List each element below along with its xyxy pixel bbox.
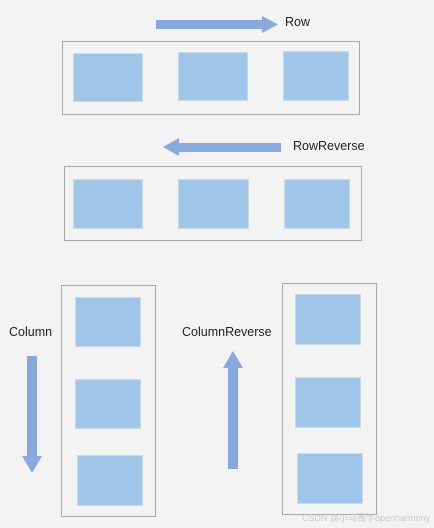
row-container: [62, 41, 360, 115]
row-reverse-container: [64, 166, 362, 241]
column-reverse-container: [282, 283, 377, 515]
arrow-down-icon: [22, 356, 42, 473]
row-item-1: [73, 53, 143, 102]
arrow-left-icon: [163, 138, 281, 156]
arrow-right-icon: [156, 16, 278, 33]
watermark: CSDN @小马哥学openharmony: [301, 513, 430, 523]
column-reverse-label: ColumnReverse: [182, 325, 272, 339]
row-reverse-item-1: [73, 179, 143, 229]
row-reverse-item-3: [284, 179, 350, 229]
column-label: Column: [9, 325, 53, 339]
row-item-3: [283, 51, 349, 101]
column-item-1: [75, 297, 141, 347]
row-item-2: [178, 52, 248, 101]
row-label: Row: [285, 15, 311, 29]
column-reverse-item-3: [297, 453, 363, 504]
column-container: [61, 285, 156, 517]
column-reverse-item-1: [295, 294, 361, 345]
column-reverse-item-2: [295, 377, 361, 428]
row-reverse-label: RowReverse: [293, 139, 365, 153]
arrow-up-icon: [223, 351, 243, 469]
row-reverse-item-2: [178, 179, 249, 229]
column-item-2: [75, 379, 141, 429]
column-item-3: [77, 455, 143, 506]
